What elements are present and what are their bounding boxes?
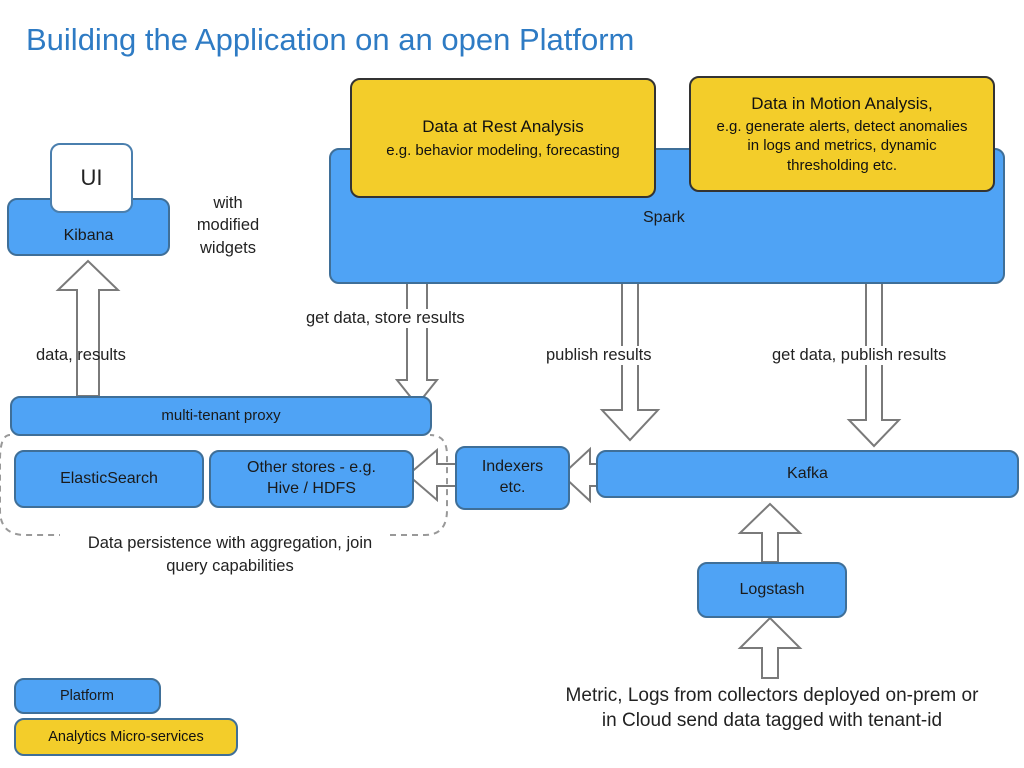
publish-label: publish results xyxy=(546,346,652,365)
elasticsearch-label: ElasticSearch xyxy=(60,469,158,487)
arrow-logstash-to-kafka xyxy=(737,502,803,563)
data-at-rest-title: Data at Rest Analysis xyxy=(422,116,584,136)
with-widgets-label: with modified widgets xyxy=(196,194,260,257)
arrow-collectors-to-logstash xyxy=(737,616,803,679)
persistence-label: Data persistence with aggregation, join … xyxy=(70,532,390,579)
spark-label: Spark xyxy=(643,209,685,226)
legend-analytics-label: Analytics Micro-services xyxy=(48,728,204,745)
data-at-rest-subtitle: e.g. behavior modeling, forecasting xyxy=(386,141,620,159)
elasticsearch-box[interactable]: ElasticSearch xyxy=(14,450,204,508)
kafka-label: Kafka xyxy=(787,464,828,482)
kafka-box[interactable]: Kafka xyxy=(596,450,1019,498)
data-in-motion-box[interactable]: Data in Motion Analysis, e.g. generate a… xyxy=(689,76,995,192)
indexers-box[interactable]: Indexers etc. xyxy=(455,446,570,510)
get-publish-label: get data, publish results xyxy=(772,346,947,365)
logstash-box[interactable]: Logstash xyxy=(697,562,847,618)
data-in-motion-subtitle: e.g. generate alerts, detect anomalies i… xyxy=(716,117,968,174)
legend-analytics: Analytics Micro-services xyxy=(14,718,238,756)
other-stores-label: Other stores - e.g. Hive / HDFS xyxy=(247,459,376,497)
page-title: Building the Application on an open Plat… xyxy=(26,22,635,57)
arrow-proxy-to-kibana xyxy=(55,259,121,397)
kibana-label: Kibana xyxy=(63,226,114,244)
ui-label: UI xyxy=(80,164,103,190)
legend-platform: Platform xyxy=(14,678,161,714)
logstash-label: Logstash xyxy=(739,580,805,598)
data-results-label: data, results xyxy=(36,346,126,364)
arrow-indexers-to-stores xyxy=(406,447,459,503)
proxy-box[interactable]: multi-tenant proxy xyxy=(10,396,432,436)
ui-box[interactable]: UI xyxy=(50,143,133,213)
get-store-label: get data, store results xyxy=(306,309,465,328)
proxy-label: multi-tenant proxy xyxy=(161,407,281,425)
data-in-motion-title: Data in Motion Analysis, xyxy=(751,93,933,113)
persistence-dashed-border xyxy=(0,434,448,536)
legend-platform-label: Platform xyxy=(60,687,114,704)
data-at-rest-box[interactable]: Data at Rest Analysis e.g. behavior mode… xyxy=(350,78,656,198)
other-stores-box[interactable]: Other stores - e.g. Hive / HDFS xyxy=(209,450,414,508)
metrics-note: Metric, Logs from collectors deployed on… xyxy=(565,685,979,731)
indexers-label: Indexers etc. xyxy=(481,458,544,496)
